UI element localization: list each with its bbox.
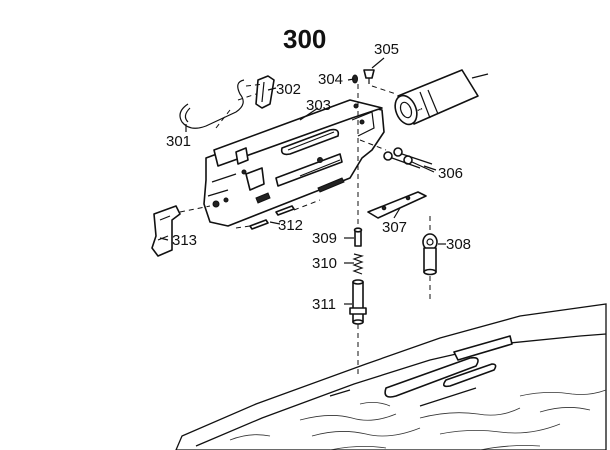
label-307: 307: [382, 219, 407, 236]
label-310: 310: [312, 255, 337, 272]
label-303: 303: [306, 97, 331, 114]
barrel: ▪▪▪: [394, 69, 489, 126]
screws-306: [383, 147, 435, 173]
label-311: 311: [312, 296, 336, 313]
pin-309: [353, 227, 363, 247]
label-304: 304: [318, 71, 343, 88]
label-301: 301: [166, 133, 191, 150]
label-309: 309: [312, 230, 337, 247]
plunger-311: [349, 279, 367, 325]
pins-312: [249, 205, 295, 230]
stock: [175, 303, 607, 450]
spring-310: [352, 253, 365, 275]
spring-wire-301: [179, 79, 245, 129]
receiver: [203, 99, 385, 227]
label-312: 312: [278, 217, 303, 234]
leader-lines: [159, 57, 446, 305]
label-308: 308: [446, 236, 471, 253]
bracket-313: [151, 205, 181, 257]
clip-302: [255, 75, 275, 109]
svg-text:▪▪▪: ▪▪▪: [417, 106, 424, 114]
label-302: 302: [276, 81, 301, 98]
label-305: 305: [374, 41, 399, 58]
label-313: 313: [172, 232, 197, 249]
screw-305: [363, 69, 375, 84]
alignment-lines: [179, 83, 431, 376]
diagram-title: 300: [283, 24, 326, 54]
plate-307: [367, 191, 427, 219]
label-306: 306: [438, 165, 463, 182]
swivel-308: [422, 233, 438, 276]
